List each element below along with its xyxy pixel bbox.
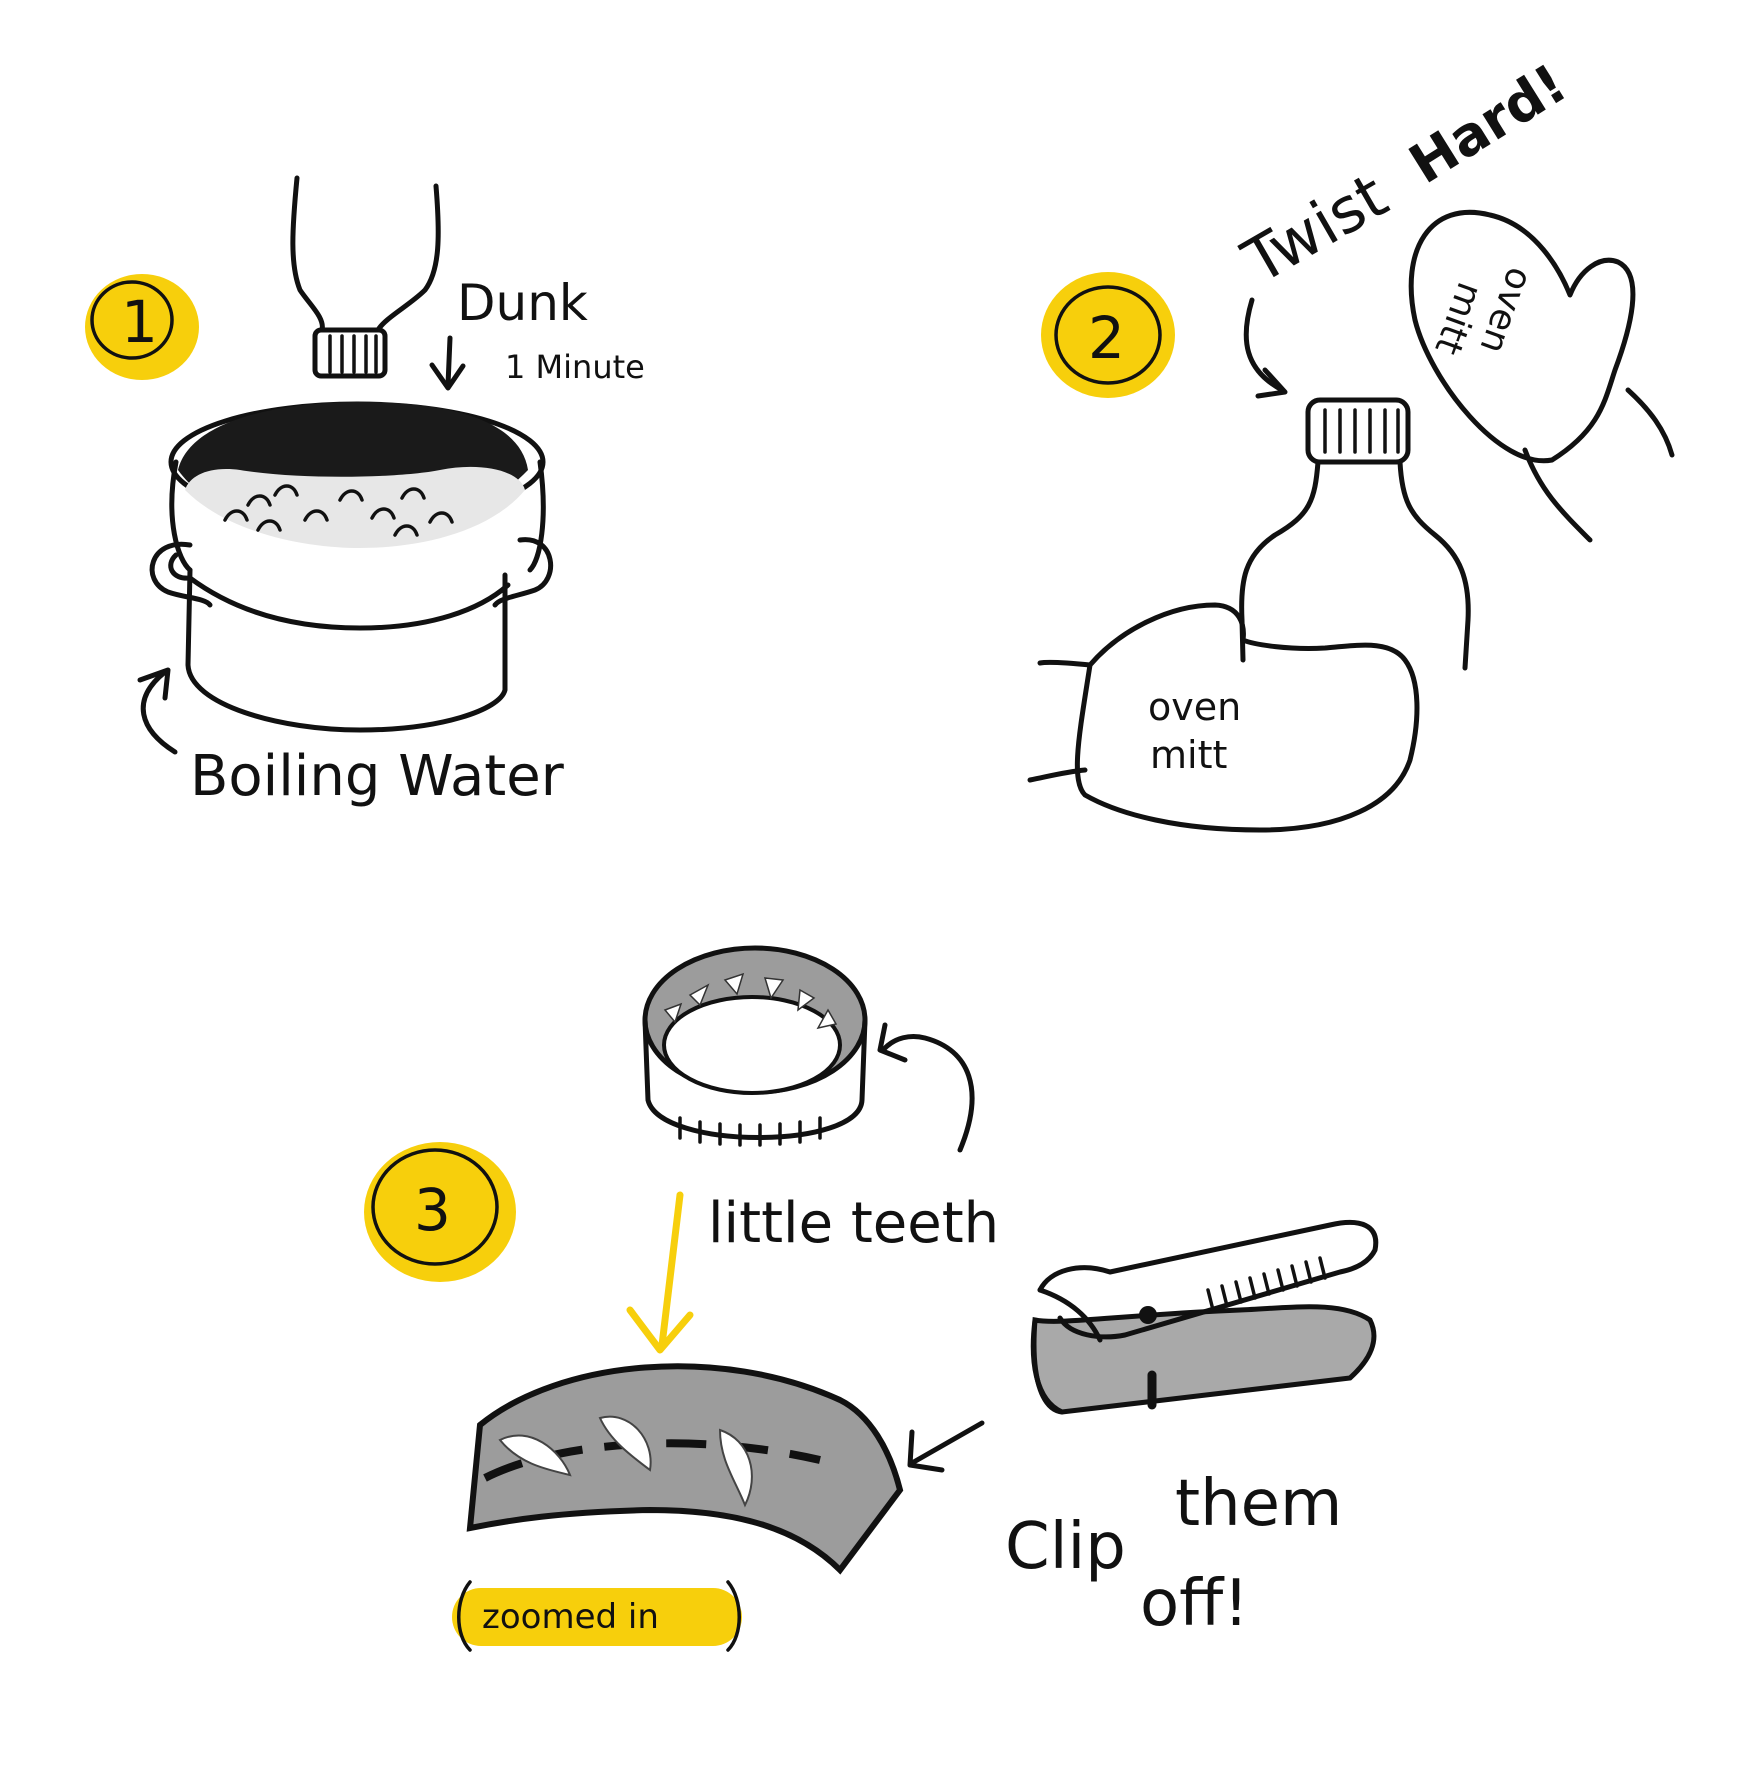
oven-mitt-icon: oven mitt [1411, 212, 1672, 540]
zoomed-in-label: zoomed in [482, 1597, 659, 1637]
bottle-icon [1242, 400, 1469, 668]
step-1-badge: 1 [85, 274, 199, 380]
clip-label-1: Clip [1005, 1510, 1126, 1584]
curved-arrow-icon [1246, 300, 1285, 396]
down-arrow-icon [432, 338, 463, 388]
curved-arrow-icon [140, 670, 175, 752]
step-2-number: 2 [1088, 304, 1125, 372]
little-teeth-label: little teeth [708, 1191, 999, 1256]
step-1: 1 Dunk 1 Minute [85, 178, 645, 809]
nail-clipper-icon [1033, 1222, 1375, 1412]
twist-label: Twist [1230, 159, 1399, 299]
step-3-badge: 3 [364, 1142, 516, 1282]
arrow-icon [910, 1423, 982, 1470]
step-2-badge: 2 [1041, 272, 1175, 398]
curved-arrow-icon [880, 1025, 972, 1150]
time-label: 1 Minute [505, 348, 645, 386]
bottle-icon [293, 178, 438, 376]
clip-label-2: them [1175, 1467, 1342, 1541]
oven-mitt-icon: oven mitt [1030, 605, 1417, 830]
step-2: 2 Twist Hard! oven mitt [1030, 52, 1672, 830]
bottle-cap-icon [645, 948, 865, 1145]
zoom-arrow-icon [630, 1195, 690, 1350]
step-3: 3 [364, 948, 1376, 1650]
boiling-water-label: Boiling Water [190, 744, 565, 809]
step-1-number: 1 [121, 288, 158, 356]
hard-label: Hard! [1399, 52, 1578, 196]
lower-mitt-label-1: oven [1148, 685, 1241, 729]
step-3-number: 3 [414, 1176, 451, 1244]
zoomed-teeth-illustration [470, 1366, 900, 1570]
pot-icon [152, 402, 551, 730]
clip-label-3: off! [1140, 1567, 1249, 1641]
zoom-badge: zoomed in [452, 1582, 742, 1650]
dunk-label: Dunk [457, 274, 588, 332]
lower-mitt-label-2: mitt [1150, 733, 1227, 777]
